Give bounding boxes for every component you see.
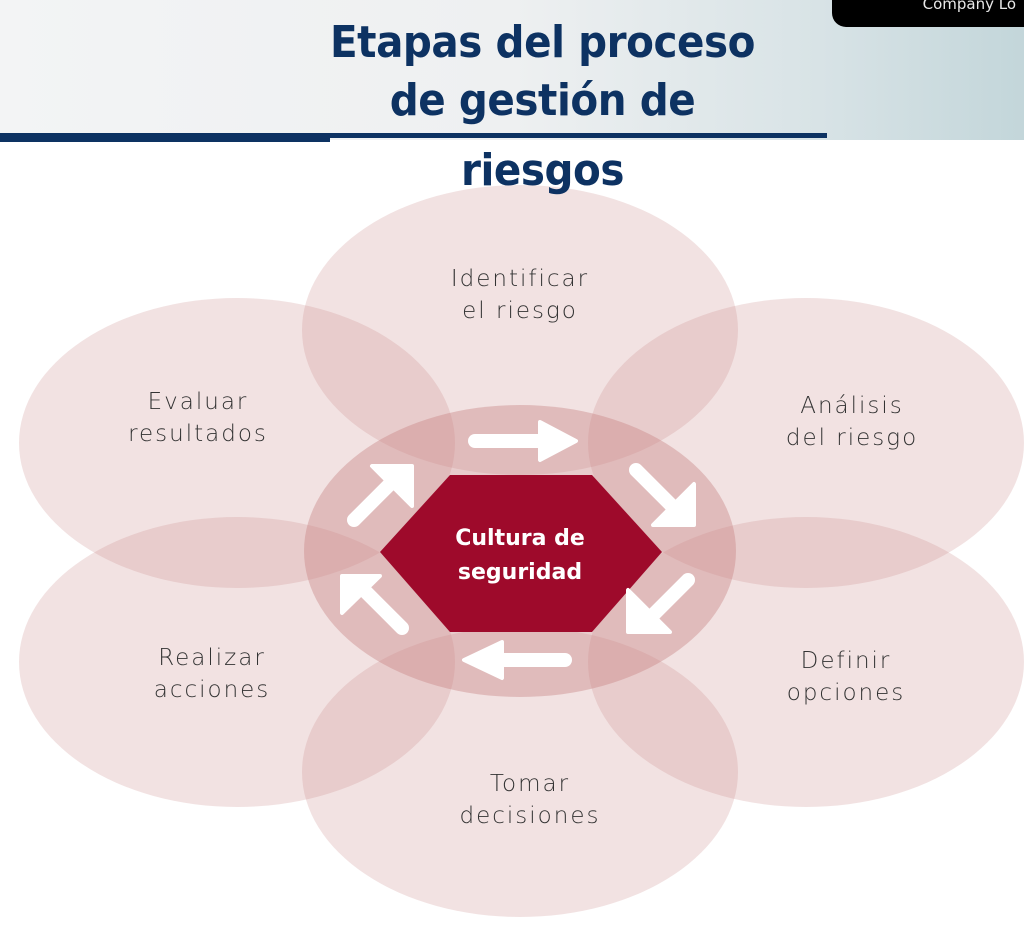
center-label: Cultura de seguridad bbox=[455, 526, 585, 585]
stage-definir: Definir opciones bbox=[786, 648, 906, 706]
stage-realizar: Realizar acciones bbox=[153, 645, 271, 703]
arrow-right-icon bbox=[468, 420, 578, 462]
stage-evaluar: Evaluar resultados bbox=[128, 389, 268, 447]
arrow-down-right-icon bbox=[629, 463, 696, 527]
petal-evaluar bbox=[19, 298, 455, 588]
stage-tomar: Tomar decisiones bbox=[459, 771, 601, 829]
arrow-down-left-icon bbox=[626, 573, 695, 634]
center-hexagon bbox=[380, 475, 662, 632]
petal-tomar bbox=[302, 627, 738, 917]
petal-definir bbox=[588, 517, 1024, 807]
stage-identificar: Identificar el riesgo bbox=[450, 266, 590, 324]
arrow-left-icon bbox=[462, 640, 572, 680]
title-line-2: de gestión de bbox=[389, 75, 696, 126]
petal-identificar bbox=[302, 185, 738, 475]
page-title: Etapas del proceso de gestión de riesgos bbox=[273, 14, 811, 200]
title-line-3: riesgos bbox=[460, 145, 625, 196]
title-line-1: Etapas del proceso bbox=[329, 17, 756, 68]
company-logo-text: Company Lo bbox=[922, 0, 1016, 13]
arrow-up-left-icon bbox=[340, 574, 409, 635]
petal-analisis bbox=[588, 298, 1024, 588]
arrow-up-right-icon bbox=[347, 464, 414, 527]
company-logo-tab: Company Lo bbox=[832, 0, 1024, 27]
stage-analisis: Análisis del riesgo bbox=[785, 393, 919, 451]
header-rule-right bbox=[330, 133, 827, 138]
header-rule-left bbox=[0, 133, 330, 142]
